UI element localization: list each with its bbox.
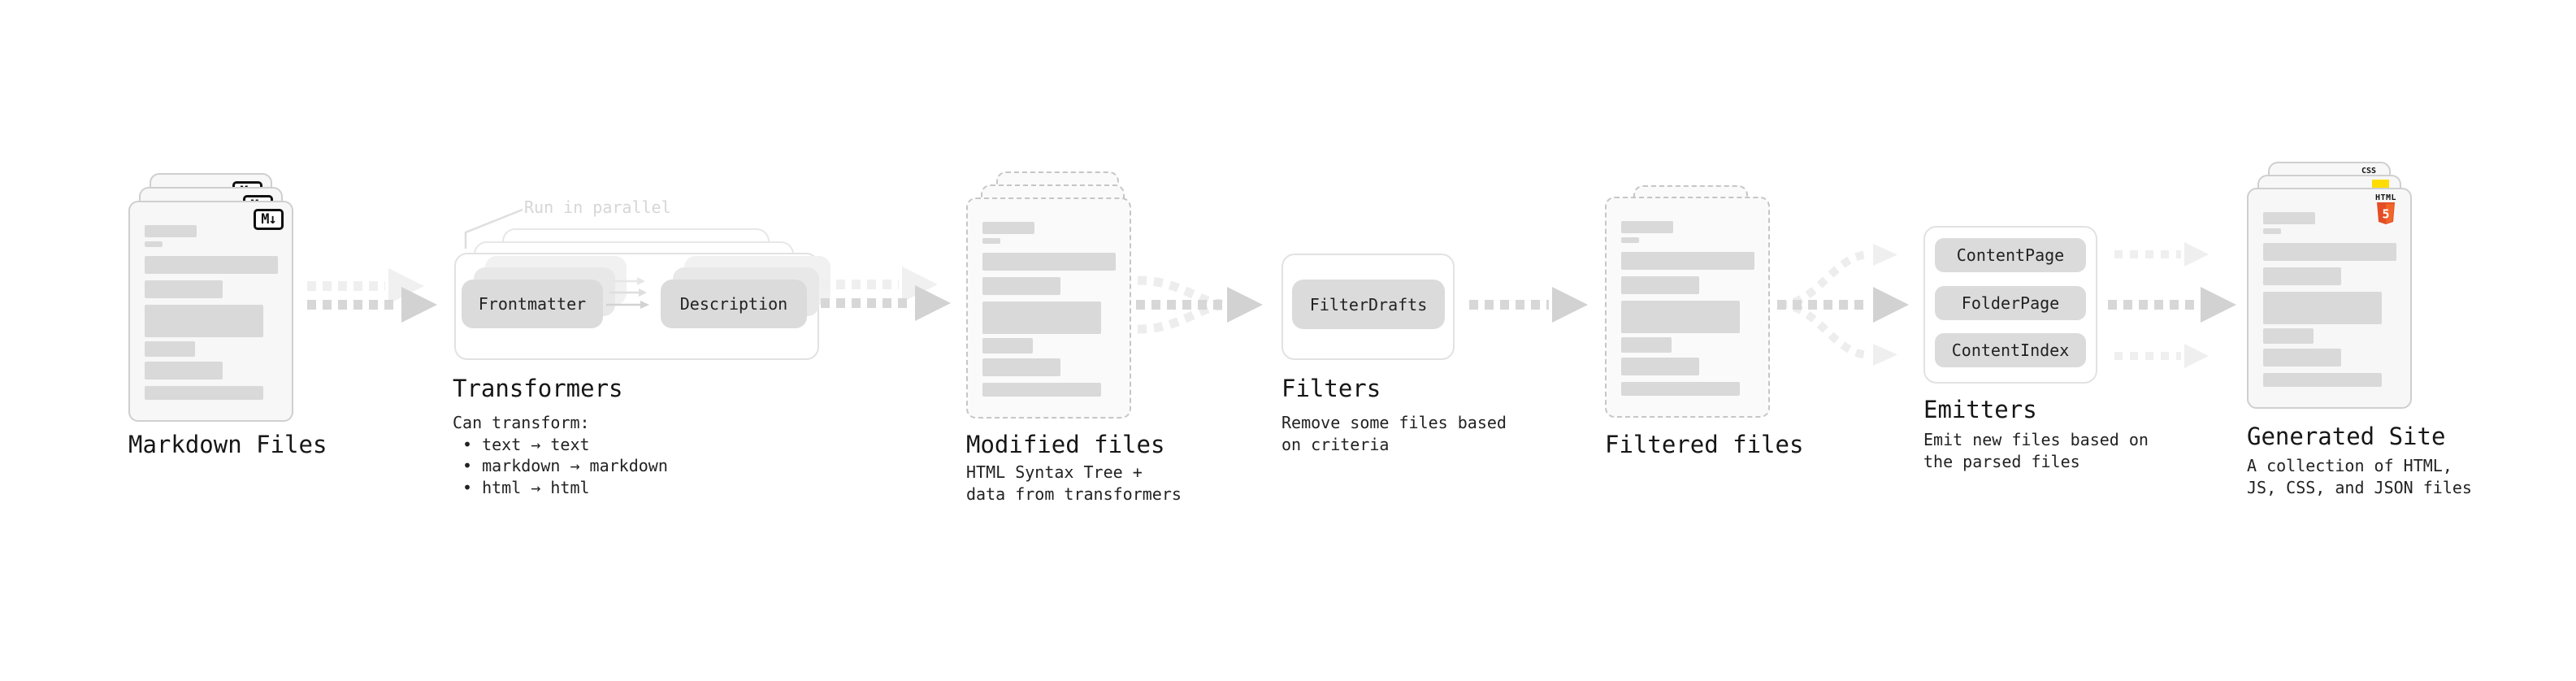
- filters-title: Filters: [1281, 375, 1381, 402]
- flow-arrow-emitters-to-site: [2108, 242, 2236, 368]
- content-placeholder-bar: [982, 238, 1000, 244]
- document-content-bars: [982, 199, 1130, 417]
- content-placeholder-bar: [2263, 212, 2315, 224]
- flow-arrow-filtered-to-emitters: [1777, 244, 1909, 366]
- run-in-parallel-annotation: Run in parallel: [524, 197, 671, 217]
- content-placeholder-bar: [982, 253, 1116, 271]
- transform-bullet: • text → text: [462, 434, 590, 454]
- content-placeholder-bar: [1621, 237, 1639, 243]
- content-placeholder-bar: [982, 358, 1060, 376]
- content-placeholder-bar: [145, 256, 278, 274]
- subtitle-line: JS, CSS, and JSON files: [2247, 477, 2472, 497]
- contentpage-emitter-node: ContentPage: [1935, 238, 2086, 272]
- content-placeholder-bar: [145, 305, 263, 337]
- filterdrafts-filter-node: FilterDrafts: [1292, 280, 1445, 329]
- filtered-files-title: Filtered files: [1605, 431, 1804, 458]
- file-card: [966, 197, 1131, 419]
- content-placeholder-bar: [982, 301, 1101, 334]
- content-placeholder-bar: [145, 225, 197, 237]
- subtitle-line: the parsed files: [1923, 451, 2080, 471]
- document-content-bars: [1621, 198, 1768, 416]
- content-placeholder-bar: [145, 362, 223, 380]
- content-placeholder-bar: [1621, 301, 1740, 333]
- generated-site-subtitle: A collection of HTML, JS, CSS, and JSON …: [2247, 455, 2472, 498]
- js-file-icon: [2372, 180, 2389, 190]
- content-placeholder-bar: [1621, 358, 1699, 375]
- file-card-html: HTML 5: [2247, 188, 2412, 409]
- flow-arrow-transformers-to-modified: [821, 267, 951, 321]
- content-placeholder-bar: [2263, 243, 2396, 261]
- flow-arrow-modified-to-filters: [1136, 275, 1263, 334]
- content-placeholder-bar: [145, 386, 263, 400]
- content-placeholder-bar: [2263, 373, 2382, 387]
- emitters-title: Emitters: [1923, 396, 2037, 423]
- frontmatter-transformer-node: Frontmatter: [462, 280, 603, 328]
- content-placeholder-bar: [2263, 328, 2314, 344]
- description-transformer-node: Description: [661, 280, 807, 328]
- markdown-icon: M↓: [254, 209, 284, 230]
- annotation-leader-line: [464, 208, 523, 249]
- document-content-bars: [2263, 189, 2410, 407]
- subtitle-line: Remove some files based: [1281, 413, 1507, 432]
- html5-icon-label: HTML: [2374, 193, 2397, 202]
- content-placeholder-bar: [145, 341, 195, 357]
- filters-subtitle: Remove some files based on criteria: [1281, 412, 1507, 455]
- subtitle-line: data from transformers: [966, 484, 1182, 504]
- content-placeholder-bar: [2263, 292, 2382, 324]
- content-placeholder-bar: [982, 222, 1034, 234]
- content-placeholder-bar: [2263, 267, 2341, 285]
- content-placeholder-bar: [1621, 337, 1672, 353]
- transform-bullet: • html → html: [462, 477, 590, 497]
- file-card: [1605, 197, 1770, 418]
- subtitle-line: HTML Syntax Tree +: [966, 462, 1143, 482]
- html5-shield-icon: 5: [2377, 202, 2395, 224]
- content-placeholder-bar: [1621, 382, 1740, 396]
- markdown-files-title: Markdown Files: [128, 431, 327, 458]
- content-placeholder-bar: [2263, 228, 2281, 234]
- transformers-description: Can transform: • text → text • markdown …: [453, 412, 668, 498]
- css-icon-label: CSS: [2361, 167, 2377, 176]
- content-placeholder-bar: [145, 241, 163, 247]
- generated-site-title: Generated Site: [2247, 423, 2446, 450]
- can-transform-heading: Can transform:: [453, 413, 590, 432]
- content-placeholder-bar: [1621, 276, 1699, 294]
- flow-arrow-filters-to-filtered: [1469, 287, 1588, 323]
- subtitle-line: A collection of HTML,: [2247, 456, 2452, 475]
- folderpage-emitter-node: FolderPage: [1935, 286, 2086, 320]
- modified-files-title: Modified files: [966, 431, 1165, 458]
- content-placeholder-bar: [982, 383, 1101, 397]
- transform-bullet: • markdown → markdown: [462, 456, 668, 475]
- contentindex-emitter-node: ContentIndex: [1935, 333, 2086, 367]
- document-content-bars: [145, 202, 292, 420]
- html5-file-icon: HTML 5: [2370, 193, 2402, 224]
- flow-arrow-markdown-to-transformers: [307, 268, 437, 323]
- subtitle-line: on criteria: [1281, 434, 1390, 454]
- content-placeholder-bar: [145, 280, 223, 298]
- content-placeholder-bar: [2263, 349, 2341, 367]
- content-placeholder-bar: [1621, 221, 1673, 233]
- subtitle-line: Emit new files based on: [1923, 430, 2149, 449]
- content-placeholder-bar: [982, 338, 1033, 354]
- emitters-subtitle: Emit new files based on the parsed files: [1923, 429, 2149, 472]
- parallel-mini-arrows-icon: [606, 277, 649, 309]
- content-placeholder-bar: [982, 277, 1060, 295]
- svg-text:5: 5: [2382, 207, 2389, 222]
- transformers-title: Transformers: [453, 375, 623, 402]
- content-placeholder-bar: [1621, 252, 1754, 270]
- file-card: M↓: [128, 201, 293, 422]
- modified-files-subtitle: HTML Syntax Tree + data from transformer…: [966, 462, 1182, 505]
